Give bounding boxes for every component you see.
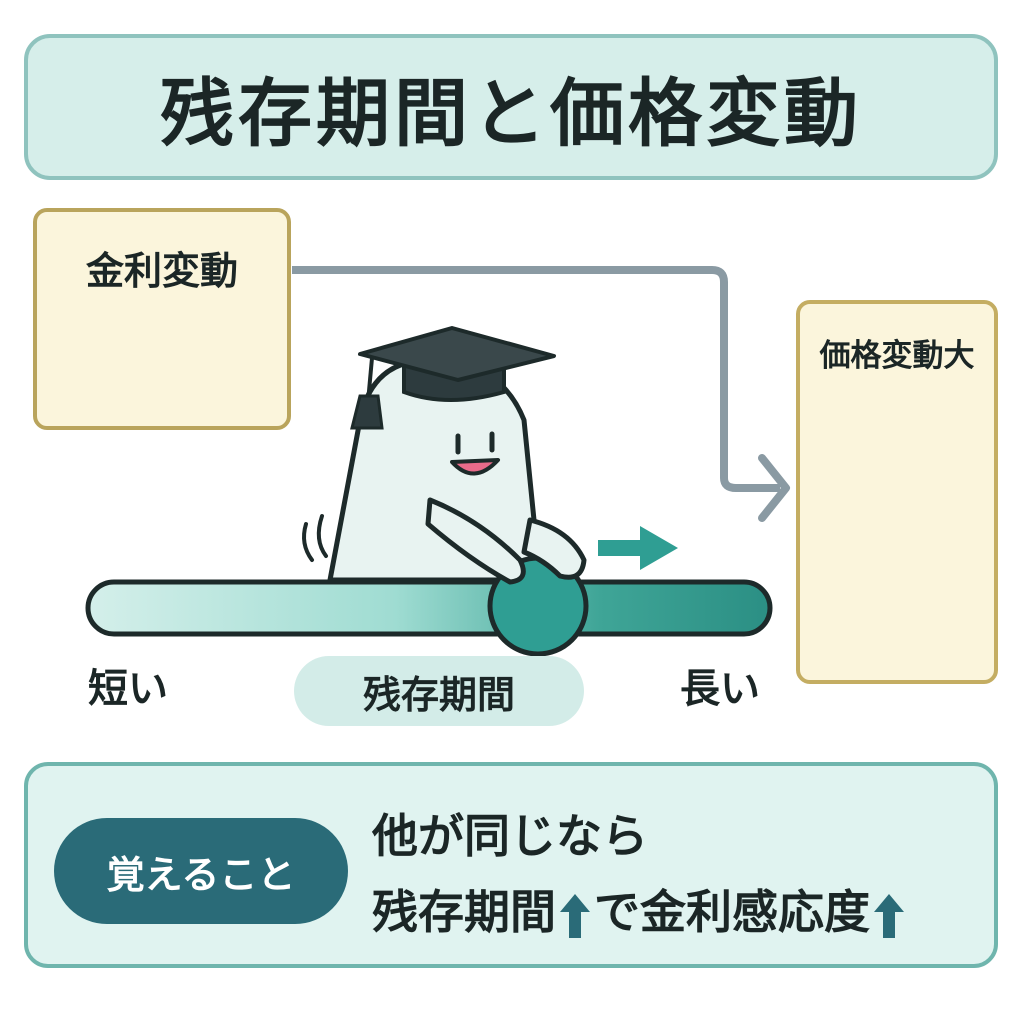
rate-change-label: 金利変動: [85, 249, 238, 293]
character-arm-right: [521, 517, 587, 580]
memo-line-1: 他が同じなら: [372, 809, 648, 863]
slider-track: [85, 579, 773, 637]
slider-label-short: 短い: [88, 666, 168, 712]
memo-badge: 覚えること: [54, 818, 348, 924]
memo-line-2-part-a: 残存期間: [372, 885, 556, 939]
connector-arrowhead-icon: [758, 454, 790, 522]
character-arm-left: [425, 497, 526, 585]
page-title: 残存期間と価格変動: [160, 70, 862, 157]
graduation-cap-icon: [350, 326, 556, 430]
price-change-label: 価格変動大: [819, 338, 975, 374]
title-banner: 残存期間と価格変動: [24, 34, 998, 180]
memo-line-2-part-b: で金利感応度: [594, 885, 870, 939]
price-change-box: 価格変動大: [796, 300, 998, 684]
connector-line: [292, 266, 780, 492]
memo-box: 覚えること 他が同じなら 残存期間で金利感応度: [24, 762, 998, 968]
slider-label-long: 長い: [680, 666, 760, 712]
up-arrow-icon: [874, 893, 904, 938]
up-arrow-icon: [560, 893, 590, 938]
memo-line-2: 残存期間で金利感応度: [372, 876, 908, 942]
right-arrow-icon: [598, 526, 678, 570]
character-mouth: [450, 458, 500, 476]
rate-change-box: 金利変動: [33, 208, 291, 430]
slider-label-period: 残存期間: [294, 656, 584, 726]
motion-lines-icon: [302, 514, 328, 562]
